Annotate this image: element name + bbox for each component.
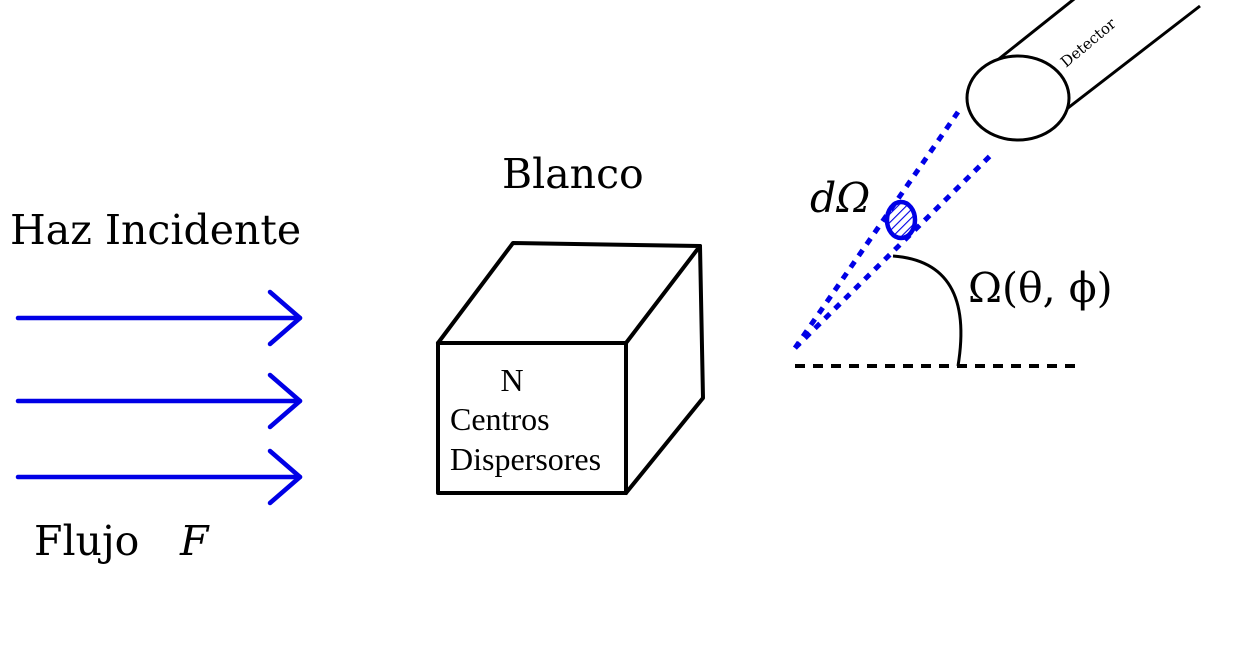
- cone-edge-upper: [792, 110, 961, 350]
- target-cube: [436, 241, 705, 495]
- angle-arc: [892, 254, 963, 367]
- detector-body-upper: [984, 0, 1076, 72]
- cube-side-face: [624, 244, 705, 495]
- incident-beam-arrows: [15, 289, 303, 506]
- cone-edge-lower: [793, 154, 992, 350]
- detector: [965, 0, 1201, 142]
- beam-arrow-3: [15, 448, 303, 506]
- flux-text: Flujo: [34, 517, 139, 565]
- flux-symbol: F: [179, 517, 210, 565]
- solid-angle-element-label: dΩ: [810, 174, 870, 222]
- solid-angle-label: Ω(θ, ϕ): [968, 264, 1113, 312]
- detector-aperture: [965, 54, 1071, 142]
- target-contents-label: N Centros Dispersores: [450, 362, 601, 477]
- n-label: N: [500, 362, 523, 398]
- scatterers-label: Dispersores: [450, 441, 601, 477]
- beam-arrow-2: [15, 372, 303, 430]
- target-label: Blanco: [502, 150, 644, 198]
- beam-arrow-1: [15, 289, 303, 347]
- solid-angle-element-icon: [884, 199, 918, 241]
- scattering-cone: [792, 110, 992, 350]
- centers-label: Centros: [450, 401, 550, 437]
- cube-top-face: [436, 241, 702, 345]
- detector-label: Detector: [1057, 14, 1120, 71]
- flux-label: Flujo F: [34, 517, 210, 565]
- beam-label: Haz Incidente: [10, 206, 301, 254]
